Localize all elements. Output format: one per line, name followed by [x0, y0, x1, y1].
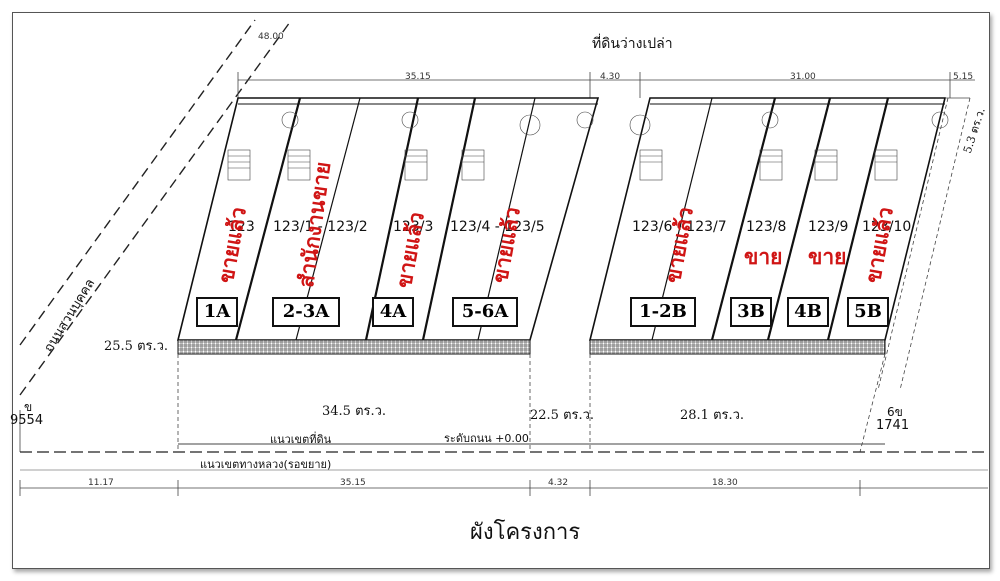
fence-a — [177, 339, 531, 355]
unit-box-1-2b: 1-2B — [630, 297, 696, 327]
dim-bottom-4: 18.30 — [712, 478, 738, 488]
road-boundary-label: แนวเขตทางหลวง(รอขยาย) — [200, 458, 332, 471]
area-gap: 22.5 ตร.ว. — [530, 408, 595, 423]
unit-box-4b: 4B — [787, 297, 829, 327]
unit-addr-4b: 123/9 — [808, 219, 849, 235]
dim-bottom-1: 11.17 — [88, 478, 114, 488]
unit-box-5b: 5B — [847, 297, 889, 327]
dim-top-b: 31.00 — [790, 72, 816, 82]
page-title: ผังโครงการ — [470, 520, 581, 545]
dim-bottom-3: 4.32 — [548, 478, 569, 488]
unit-addr-2-3a: 123/1 - 123/2 — [273, 219, 368, 235]
unit-box-2-3a: 2-3A — [272, 297, 340, 327]
unit-box-1a: 1A — [196, 297, 238, 327]
dim-top-gap: 4.30 — [600, 72, 621, 82]
road-edge-inner — [19, 21, 291, 396]
area-mid-right: 28.1 ตร.ว. — [680, 408, 745, 423]
right-plot-label: 6ข — [887, 405, 903, 419]
drawing-frame — [12, 12, 990, 569]
fence-b — [589, 339, 886, 355]
unit-addr-1a: 123 — [228, 219, 255, 235]
unit-box-3b: 3B — [730, 297, 772, 327]
dim-top-left: 48.00 — [258, 32, 284, 42]
unit-addr-5-6a: 123/4 - 123/5 — [450, 219, 545, 235]
dim-top-a: 35.15 — [405, 72, 431, 82]
dim-top-right: 5.15 — [953, 72, 974, 82]
top-vacant-land-label: ที่ดินว่างเปล่า — [592, 36, 673, 52]
status-for-sale-4b: ขาย — [808, 245, 847, 269]
unit-box-4a: 4A — [372, 297, 414, 327]
road-edge-outer — [19, 19, 256, 346]
status-for-sale-3b: ขาย — [744, 245, 783, 269]
right-plot-number: 1741 — [876, 418, 910, 433]
unit-addr-5b: 123/10 — [862, 219, 912, 235]
unit-addr-1-2b: 123/6 - 123/7 — [632, 219, 727, 235]
area-mid-left: 34.5 ตร.ว. — [322, 404, 387, 419]
left-plot-label: ข — [24, 400, 33, 414]
left-plot-number: 9554 — [10, 413, 44, 428]
unit-box-5-6a: 5-6A — [452, 297, 518, 327]
unit-addr-4a: 123/3 — [393, 219, 434, 235]
area-left: 25.5 ตร.ว. — [104, 339, 169, 354]
dim-bottom-2: 35.15 — [340, 478, 366, 488]
unit-addr-3b: 123/8 — [746, 219, 787, 235]
land-boundary-label: แนวเขตที่ดิน — [270, 433, 332, 446]
road-level-label: ระดับถนน +0.00 — [444, 432, 529, 445]
